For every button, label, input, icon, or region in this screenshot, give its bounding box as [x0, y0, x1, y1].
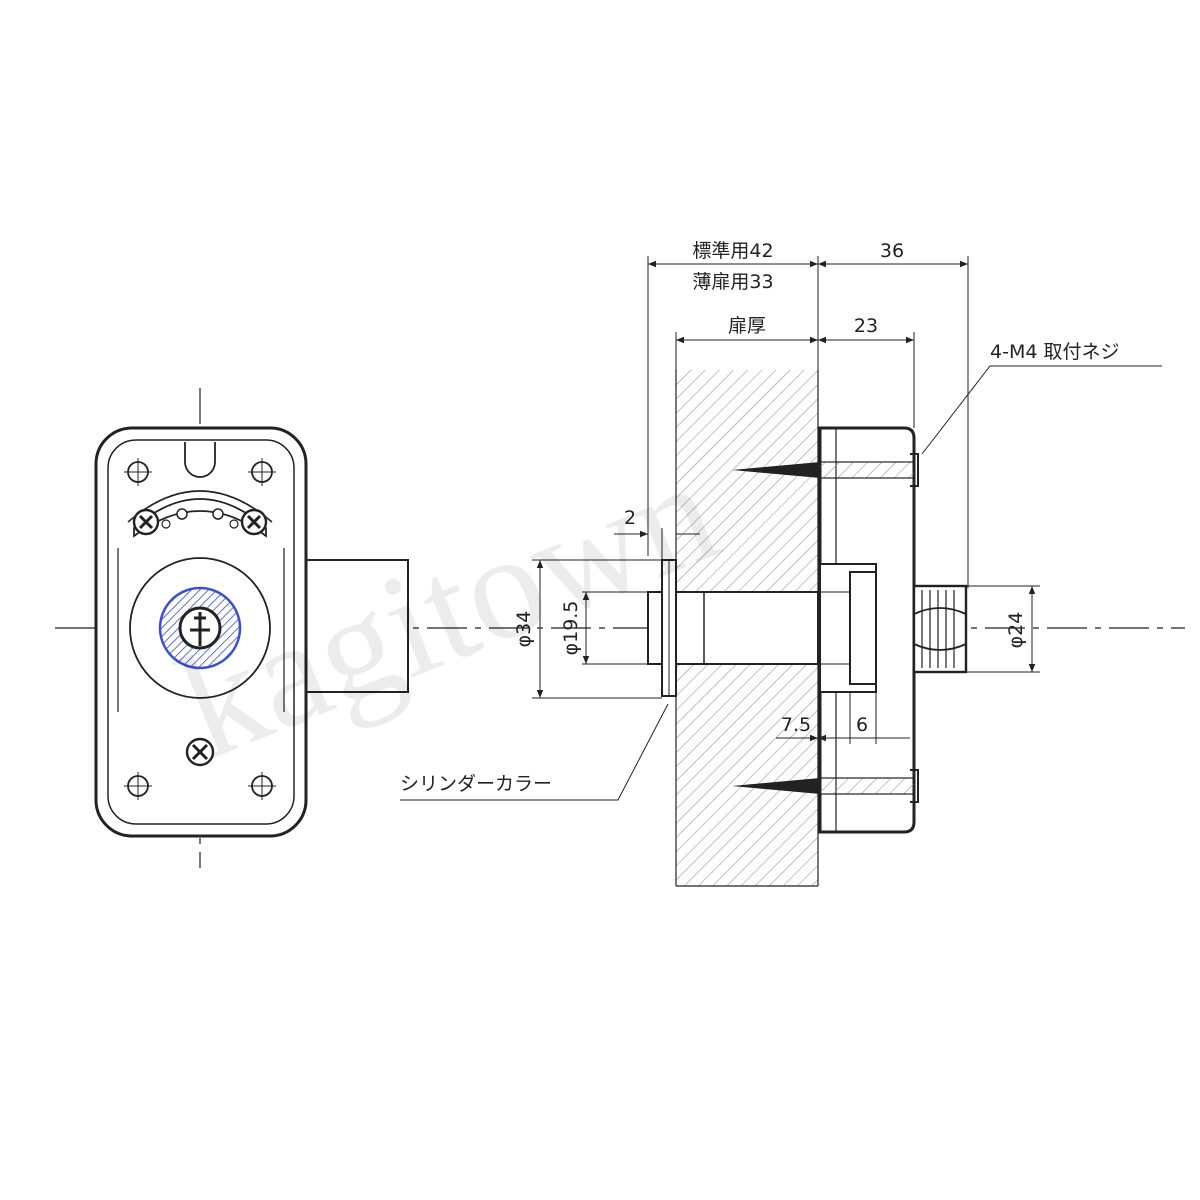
small-hole-4 [229, 519, 239, 529]
keyway-icon [190, 612, 210, 646]
screw-right [240, 508, 268, 536]
mounting-hole-top-right [248, 458, 276, 486]
label-screw: 4-M4 取付ネジ [990, 341, 1119, 363]
mounting-hole-bottom-right [248, 772, 276, 800]
mounting-hole-top-left [124, 458, 152, 486]
dim-standard-42: 標準用42 [692, 240, 773, 262]
dim-phi24: φ24 [1005, 612, 1027, 649]
mounting-screw-bottom [732, 769, 919, 803]
dim-phi34: φ34 [513, 611, 535, 648]
bolt [295, 559, 409, 693]
dim-23: 23 [854, 315, 878, 337]
mounting-screw-top [732, 453, 919, 487]
mounting-hole-bottom-left [124, 772, 152, 800]
leader-screw [921, 365, 1162, 455]
small-hole-3 [161, 519, 171, 529]
leader-collar [400, 703, 669, 801]
label-cylinder-collar: シリンダーカラー [400, 773, 552, 795]
screw-left [132, 508, 160, 536]
arc-plate [133, 498, 267, 538]
dim-6: 6 [856, 714, 868, 736]
knurled-boss [912, 584, 968, 674]
dim-7-5: 7.5 [781, 714, 811, 736]
cylinder-head [647, 591, 663, 665]
side-view: 標準用42 薄扉用33 36 扉厚 23 2 φ34 φ19.5 φ24 [400, 240, 1162, 887]
small-hole-1 [176, 508, 188, 520]
dim-36: 36 [880, 240, 904, 262]
spindle-nut [849, 571, 877, 685]
front-view [94, 388, 409, 868]
dim-thin-door-33: 薄扉用33 [692, 271, 773, 293]
screw-bottom [185, 737, 215, 767]
cylinder-shaft [675, 591, 819, 665]
dim-door-thickness: 扉厚 [728, 315, 766, 337]
lock-body-inner [107, 439, 295, 825]
dim-phi19-5: φ19.5 [560, 601, 582, 656]
dim-2: 2 [624, 507, 636, 529]
small-hole-2 [212, 508, 224, 520]
top-slot [184, 442, 216, 478]
